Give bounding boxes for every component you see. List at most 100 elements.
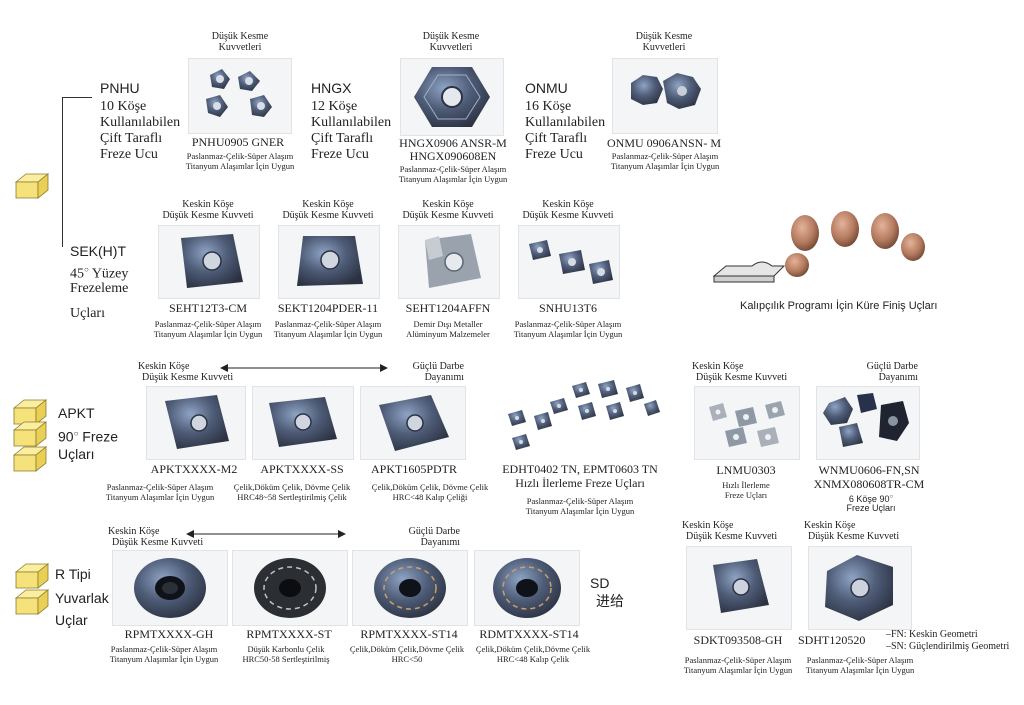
hngx-desc-4: Freze Ucu	[311, 147, 369, 162]
sdht-note-1: Paslanmaz-Çelik-Süper Alaşım	[806, 655, 914, 665]
hngx-head-2: Kuvvetleri	[429, 42, 473, 53]
hngx-code-2: HNGX090608EN	[409, 149, 497, 163]
edht-sub: Hızlı İlerleme Freze Uçları	[515, 476, 645, 490]
insert-image	[816, 386, 920, 460]
pnhu-desc-3: Çift Taraflı	[100, 131, 163, 146]
lnmu-sub-2: Freze Uçları	[724, 490, 768, 500]
rtype-left-head-1: Keskin Köşe	[108, 526, 160, 537]
group1-bracket-top	[62, 97, 92, 98]
onmu-note-2: Titanyum Alaşımlar İçin Uygun	[610, 161, 720, 171]
pnhu-note-2: Titanyum Alaşımlar İçin Uygun	[185, 161, 295, 171]
wnmu-sub-1: 6 Köşe 90○	[848, 494, 894, 504]
onmu-desc-2: Kullanılabilen	[525, 115, 606, 130]
rpmt-gh-note-2: Titanyum Alaşımlar İçin Uygun	[109, 654, 219, 664]
sdht-head-2: Düşük Kesme Kuvveti	[808, 531, 900, 542]
apkt-right-head-2: Dayanımı	[424, 372, 464, 383]
lnmu-head-2: Düşük Kesme Kuvveti	[696, 372, 788, 383]
sekt-head-1: Keskin Köşe	[302, 199, 354, 210]
rtype-right-head-1: Güçlü Darbe	[408, 526, 460, 537]
hngx-title: HNGX	[311, 80, 352, 96]
rtype-right-head-2: Dayanımı	[420, 537, 460, 548]
insert-image	[518, 225, 620, 299]
wnmu-sub-2: Freze Uçları	[846, 503, 896, 513]
hngx-note-1: Paslanmaz-Çelik-Süper Alaşım	[399, 164, 507, 174]
insert-image	[400, 58, 504, 136]
rpmt-st-note-1: Düşük Karbonlu Çelik	[247, 644, 325, 654]
onmu-desc-3: Çift Taraflı	[525, 131, 588, 146]
lnmu-head-1: Keskin Köşe	[692, 361, 744, 372]
snhu-head-2: Düşük Kesme Kuvveti	[522, 210, 614, 221]
insert-image	[360, 386, 466, 460]
snhu-code: SNHU13T6	[538, 301, 597, 315]
rdmt-st14-code: RDMTXXXX-ST14	[479, 627, 579, 641]
insert-image	[158, 225, 260, 299]
sdht-sn: –SN: Güçlendirilmiş Geometri	[886, 641, 1010, 652]
insert-image	[612, 58, 718, 134]
sdkt-head-2: Düşük Kesme Kuvveti	[686, 531, 778, 542]
lnmu-code: LNMU0303	[716, 463, 776, 477]
seht-head-1: Keskin Köşe	[182, 199, 234, 210]
pnhu-head-2: Kuvvetleri	[218, 42, 262, 53]
insert-image	[112, 550, 228, 626]
sdkt-code: SDKT093508-GH	[693, 633, 783, 647]
rpmt-gh-note-1: Paslanmaz-Çelik-Süper Alaşım	[110, 644, 218, 654]
apkt-m2-note-2: Titanyum Alaşımlar İçin Uygun	[105, 492, 215, 502]
onmu-code: ONMU 0906ANSN- M	[606, 136, 721, 150]
pnhu-note-1: Paslanmaz-Çelik-Süper Alaşım	[186, 151, 294, 161]
snhu-note-1: Paslanmaz-Çelik-Süper Alaşım	[514, 319, 622, 329]
rpmt-gh-code: RPMTXXXX-GH	[124, 627, 214, 641]
cube-icon	[13, 446, 47, 472]
seht-code: SEHT12T3-CM	[169, 301, 247, 315]
onmu-desc-1: 16 Köşe	[525, 99, 572, 114]
sdht-head-1: Keskin Köşe	[804, 520, 856, 531]
apkt-m2-note-1: Paslanmaz-Çelik-Süper Alaşım	[106, 482, 214, 492]
pnhu-desc-2: Kullanılabilen	[100, 115, 181, 130]
sekt-head-2: Düşük Kesme Kuvveti	[282, 210, 374, 221]
rpmt-st14-note-2: HRC<50	[391, 654, 423, 664]
rpmt-st14-note-1: Çelik,Döküm Çelik,Dövme Çelik	[349, 644, 465, 654]
arrow-icon	[220, 364, 388, 372]
apkt-ss-note-2: HRC48~58 Sertleştirilmiş Çelik	[237, 492, 347, 502]
apkt-left-head-1: Keskin Köşe	[138, 361, 190, 372]
onmu-title: ONMU	[525, 80, 568, 96]
sdkt-note-1: Paslanmaz-Çelik-Süper Alaşım	[684, 655, 792, 665]
insert-image	[808, 546, 912, 630]
lnmu-sub-1: Hızlı İlerleme	[722, 480, 770, 490]
onmu-head-1: Düşük Kesme	[635, 31, 693, 42]
sdht-note-2: Titanyum Alaşımlar İçin Uygun	[805, 665, 915, 675]
edht-note-1: Paslanmaz-Çelik-Süper Alaşım	[526, 496, 634, 506]
insert-image	[474, 550, 580, 626]
sehtaffn-code: SEHT1204AFFN	[405, 301, 491, 315]
rtype-desc-1: Yuvarlak	[55, 590, 109, 606]
sekht-desc-2: Uçları	[70, 306, 105, 321]
wnmu-code-1: WNMU0606-FN,SN	[818, 463, 920, 477]
snhu-head-1: Keskin Köşe	[542, 199, 594, 210]
sdkt-note-2: Titanyum Alaşımlar İçin Uygun	[683, 665, 793, 675]
sekht-angle: 45○ Yüzey	[70, 265, 129, 282]
cube-icon	[13, 421, 47, 447]
insert-image	[278, 225, 380, 299]
wnmu-head-1: Güçlü Darbe	[866, 361, 918, 372]
onmu-desc-4: Freze Ucu	[525, 147, 583, 162]
sdkt-head-1: Keskin Köşe	[682, 520, 734, 531]
insert-image	[785, 211, 925, 277]
mold-surface-icon	[712, 261, 786, 283]
pnhu-desc-4: Freze Ucu	[100, 147, 158, 162]
onmu-head-2: Kuvvetleri	[642, 42, 686, 53]
insert-image	[352, 550, 468, 626]
apkt-ss-note-1: Çelik,Döküm Çelik, Dövme Çelik	[233, 482, 351, 492]
sehtaffn-note-1: Demir Dışı Metaller	[413, 319, 483, 329]
rtype-title: R Tipi	[55, 566, 91, 582]
apkt-right-head-1: Güçlü Darbe	[412, 361, 464, 372]
seht-note-2: Titanyum Alaşımlar İçin Uygun	[153, 329, 263, 339]
snhu-note-2: Titanyum Alaşımlar İçin Uygun	[513, 329, 623, 339]
apkt-left-head-2: Düşük Kesme Kuvveti	[142, 372, 234, 383]
rpmt-st-code: RPMTXXXX-ST	[246, 627, 332, 641]
sekht-desc-1: Frezeleme	[70, 281, 129, 296]
wnmu-head-2: Dayanımı	[878, 372, 918, 383]
arrow-icon	[186, 530, 346, 538]
pnhu-code: PNHU0905 GNER	[191, 135, 285, 149]
insert-image	[398, 225, 500, 299]
apkt-title: APKT	[58, 405, 95, 421]
sekt-note-1: Paslanmaz-Çelik-Süper Alaşım	[274, 319, 382, 329]
